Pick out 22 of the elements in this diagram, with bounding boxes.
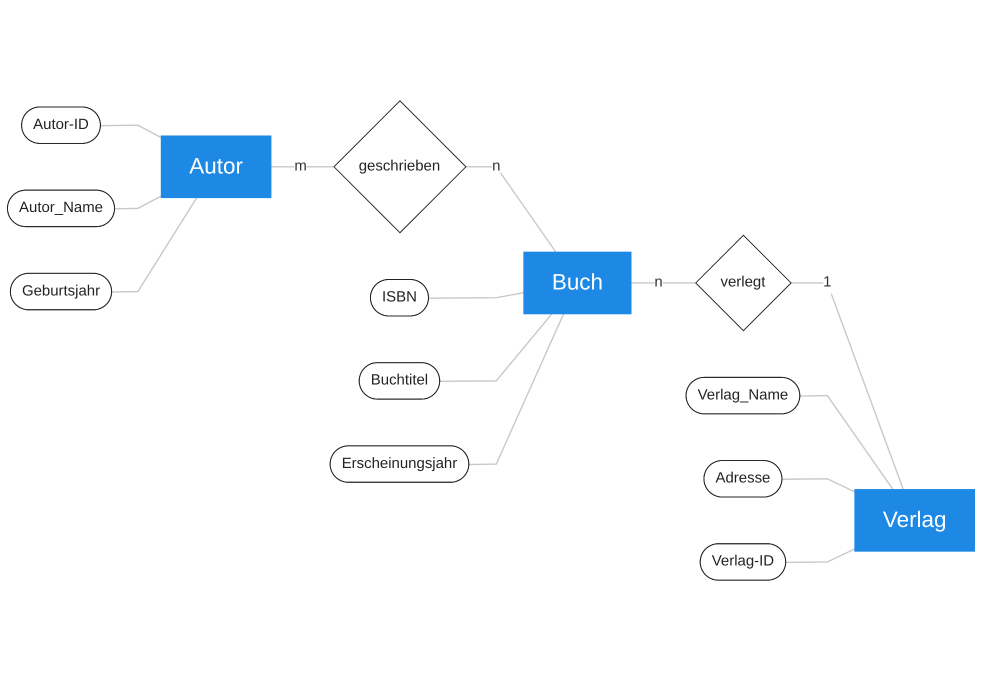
connector [114, 195, 162, 210]
edge-label: n [492, 158, 500, 174]
connector [782, 478, 856, 493]
connector [790, 282, 904, 490]
connector [631, 282, 696, 284]
connector [112, 197, 198, 293]
edge-label: m [294, 158, 307, 174]
node-diamond: verlegt [695, 234, 792, 332]
connector [440, 313, 552, 382]
connector [100, 124, 162, 138]
connector [428, 292, 524, 299]
node-box: Verlag [854, 489, 975, 552]
node-box: Autor [160, 135, 272, 198]
edge-label: 1 [823, 274, 832, 290]
connector [270, 166, 334, 168]
node-box: Buch [523, 252, 632, 314]
connector [786, 548, 856, 564]
edge-label: n [654, 274, 663, 290]
connector [465, 166, 556, 253]
connector [469, 314, 564, 466]
connector [800, 394, 894, 490]
node-diamond: geschrieben [333, 100, 467, 234]
